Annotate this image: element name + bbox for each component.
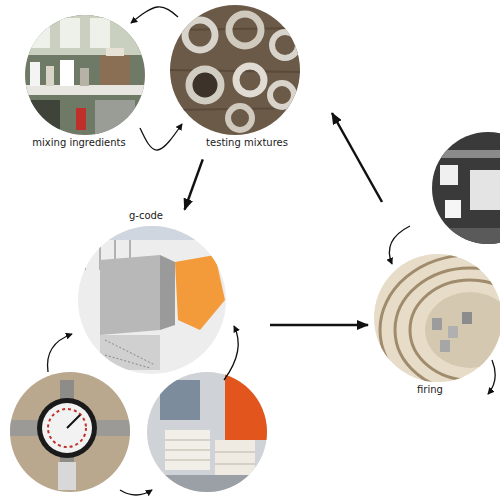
photo-circle: g-code xyxy=(78,226,226,374)
kiln-photo xyxy=(370,250,500,405)
printer-photo xyxy=(430,130,500,248)
photo-circle: testing mixtures xyxy=(170,5,300,135)
workshop-photo xyxy=(20,10,150,140)
flow-arrow xyxy=(270,324,368,327)
flow-arrow xyxy=(140,124,182,150)
flow-arrow xyxy=(131,7,178,23)
photo-circle: mixing ingredients xyxy=(25,15,145,135)
pressure-gauge-photo xyxy=(5,368,135,498)
flow-arrow xyxy=(332,113,382,202)
step-label: firing xyxy=(415,384,445,396)
flow-arrow xyxy=(185,159,203,209)
gcode-screenshot xyxy=(75,222,230,377)
printed-objects-photo xyxy=(145,370,270,495)
step-label: mixing ingredients xyxy=(30,137,127,149)
step-label: g-code xyxy=(127,210,165,222)
test-samples-photo xyxy=(165,0,305,140)
cycle-arrows xyxy=(48,226,496,495)
step-label: testing mixtures xyxy=(204,137,290,149)
photo-circle: firing xyxy=(374,254,500,382)
